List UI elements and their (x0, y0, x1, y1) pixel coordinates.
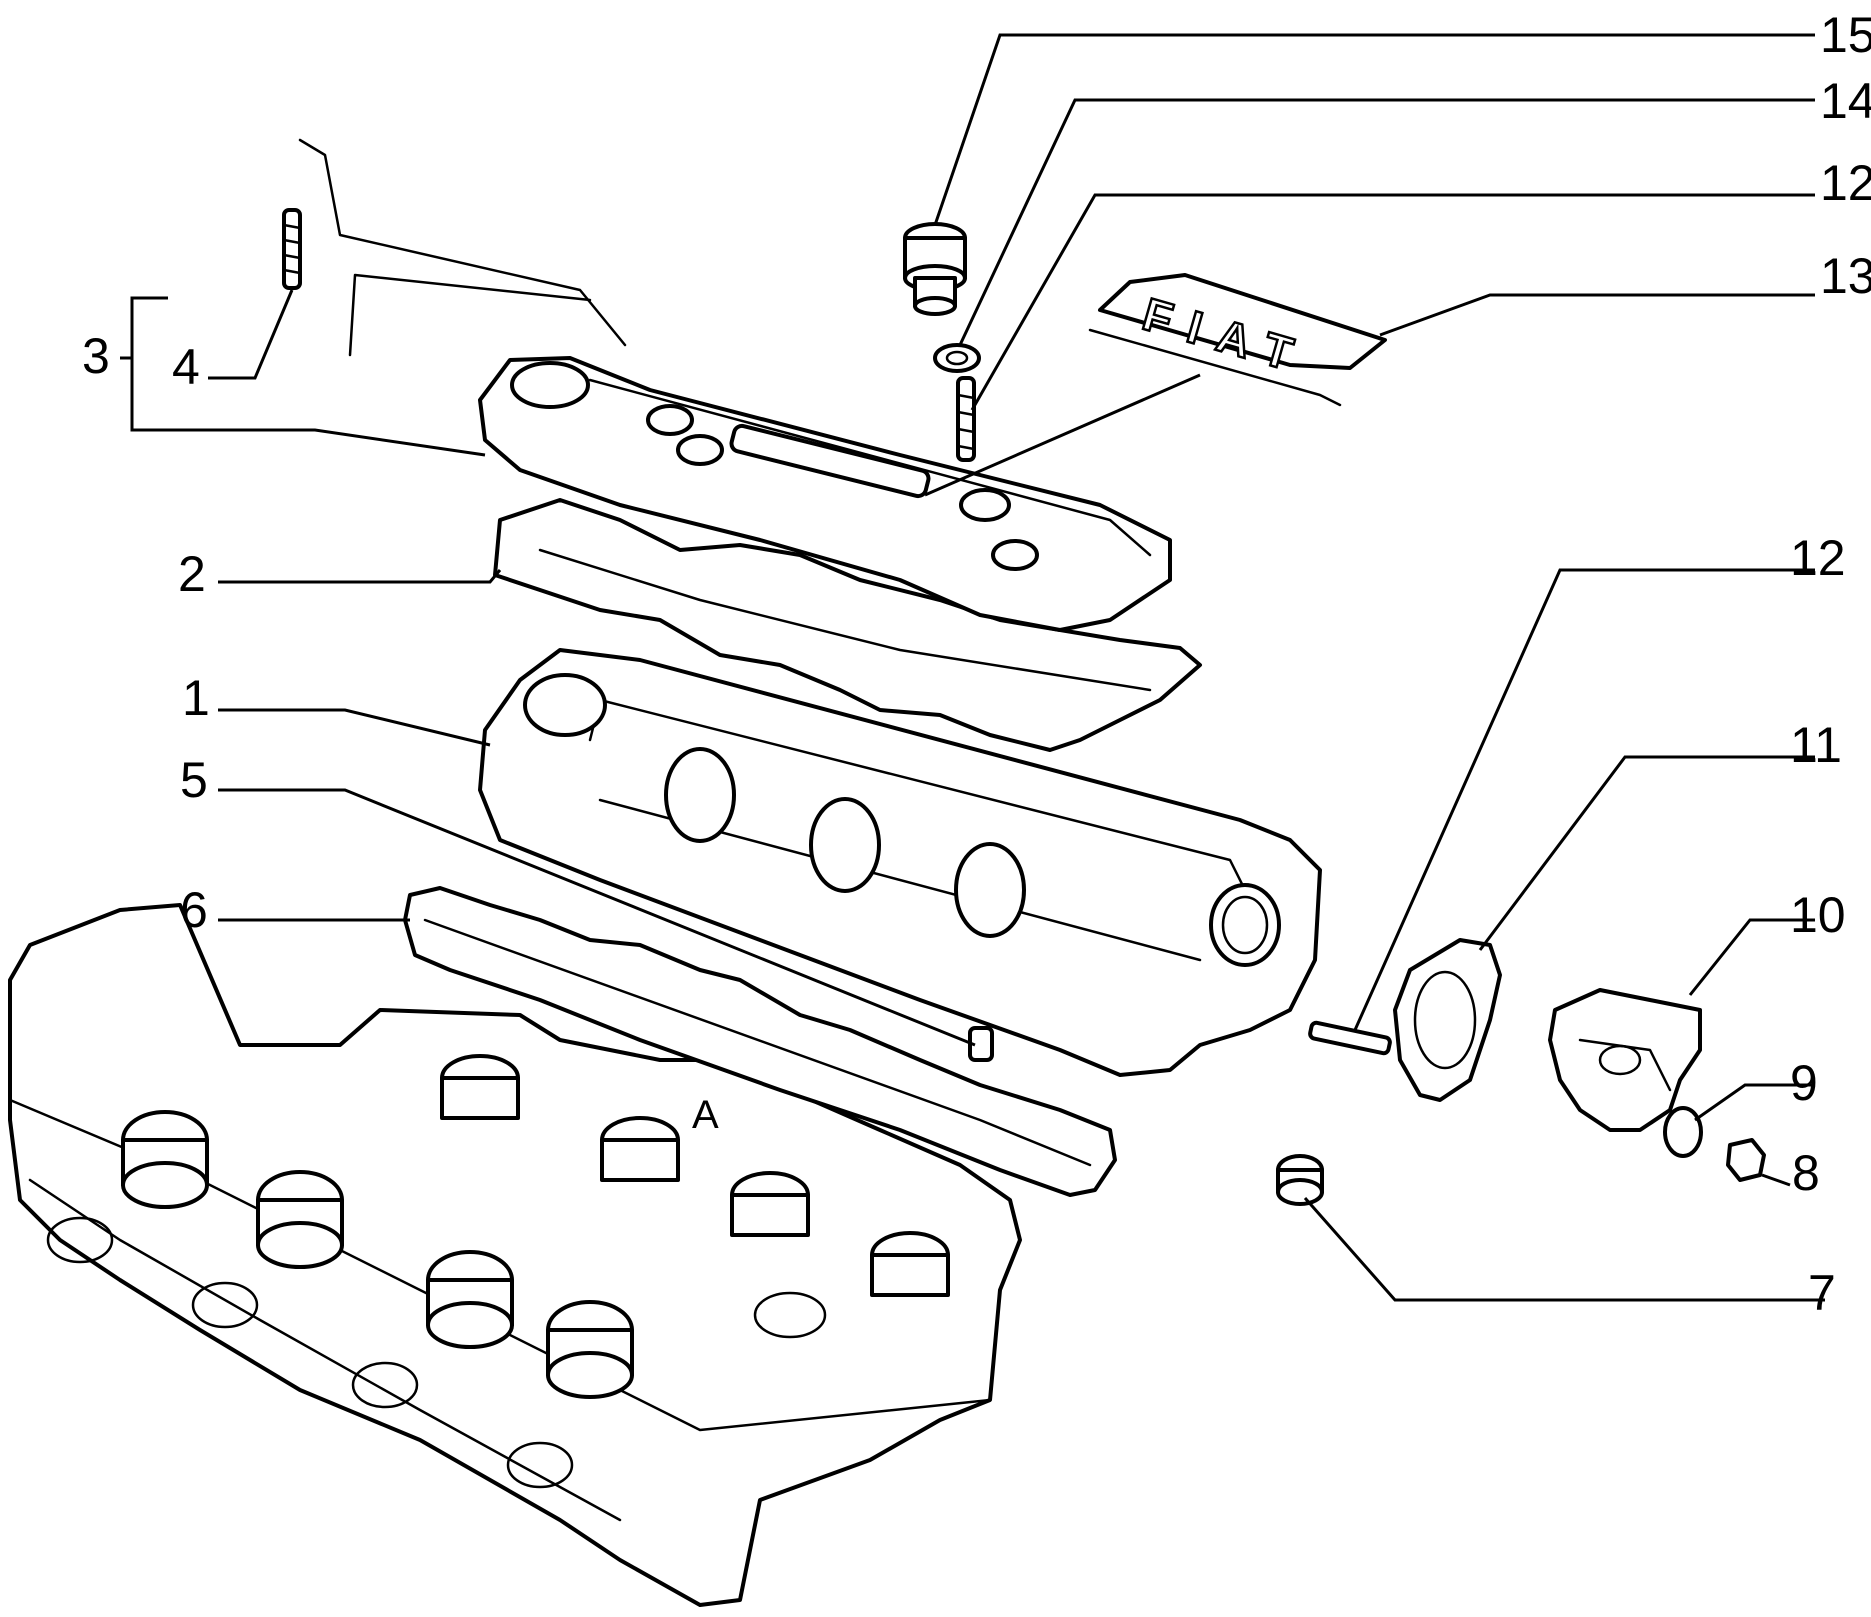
fiat-badge: FIAT (1088, 273, 1387, 407)
callout-13: 13 (1820, 248, 1871, 304)
plug-7 (1276, 1154, 1324, 1206)
callout-1: 1 (182, 670, 210, 726)
break-line (298, 138, 627, 347)
gasket-lower (403, 886, 1117, 1197)
callout-labels: 15 14 12 13 3 4 2 12 1 5 11 6 10 9 8 7 A (82, 7, 1871, 1321)
rocker-cover (478, 356, 1172, 632)
callout-2: 2 (178, 546, 206, 602)
thermostat-housing (1548, 988, 1702, 1132)
cylinder-head (8, 903, 1022, 1607)
callout-5: 5 (180, 752, 208, 808)
callout-3: 3 (82, 328, 110, 384)
stud-12-top (956, 376, 976, 462)
leader-lines (120, 33, 1825, 1302)
filler-cap (903, 222, 967, 316)
washer-14 (933, 343, 981, 373)
tappet-row (121, 1054, 950, 1399)
callout-9: 9 (1790, 1055, 1818, 1111)
gasket-upper (493, 498, 1202, 752)
callout-8: 8 (1792, 1145, 1820, 1201)
callout-15: 15 (1820, 7, 1871, 63)
callout-14: 14 (1820, 73, 1871, 129)
view-label-a: A (692, 1093, 719, 1137)
camshaft-housing (478, 648, 1322, 1077)
stud-12-side (1308, 1020, 1392, 1056)
callout-6: 6 (180, 882, 208, 938)
washer-14-hole (945, 350, 969, 366)
callout-4: 4 (172, 339, 200, 395)
callout-11: 11 (1790, 717, 1842, 773)
callout-12-side: 12 (1790, 530, 1846, 586)
stud-4 (282, 208, 302, 290)
gasket-11 (1393, 938, 1502, 1102)
break-line-2 (348, 273, 592, 357)
callout-7: 7 (1808, 1265, 1836, 1321)
callout-10: 10 (1790, 887, 1846, 943)
callout-12-top: 12 (1820, 155, 1871, 211)
washer-9 (1663, 1106, 1703, 1158)
nut-8 (1726, 1138, 1766, 1182)
